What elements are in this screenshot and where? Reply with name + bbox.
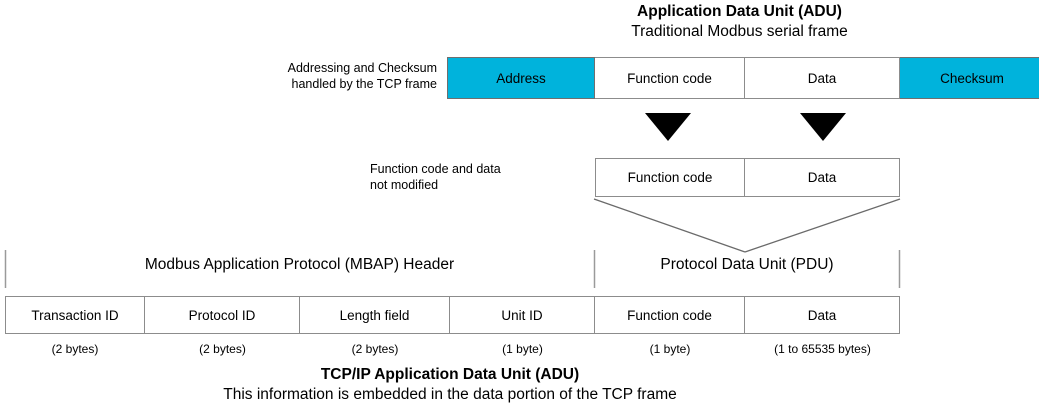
function-code-not-modified-line2: not modified bbox=[370, 178, 439, 192]
tcp-adu-cell-function-code: Function code bbox=[595, 296, 745, 334]
adu-cell-address-label: Address bbox=[496, 70, 546, 86]
adu-title: Application Data Unit (ADU) bbox=[637, 3, 842, 20]
function-code-not-modified-line1: Function code and data bbox=[370, 162, 501, 176]
byte-size-data: (1 to 65535 bytes) bbox=[774, 342, 871, 356]
adu-cell-checksum-label: Checksum bbox=[940, 70, 1004, 86]
byte-size-length-field: (2 bytes) bbox=[351, 342, 399, 356]
pdu-cell-data-label: Data bbox=[807, 170, 837, 185]
adu-cell-checksum: Checksum bbox=[900, 57, 1039, 99]
pdu-cell-function-code-label: Function code bbox=[627, 170, 713, 185]
footer-title: TCP/IP Application Data Unit (ADU) bbox=[320, 366, 580, 383]
tcp-adu-cell-data: Data bbox=[745, 296, 900, 334]
addressing-checksum-note-line1: Addressing and Checksum bbox=[287, 61, 437, 75]
addressing-checksum-note-line2: handled by the TCP frame bbox=[291, 77, 437, 91]
tcp-adu-cell-function-code-label: Function code bbox=[627, 307, 712, 323]
tcp-adu-cell-protocol-id: Protocol ID bbox=[145, 296, 300, 334]
pdu-cell-function-code: Function code bbox=[595, 158, 745, 197]
tcp-adu-cell-unit-id: Unit ID bbox=[450, 296, 595, 334]
down-arrow-data-icon bbox=[800, 113, 846, 141]
tcp-adu-cell-data-label: Data bbox=[807, 307, 837, 323]
tcp-adu-cell-transaction-id-label: Transaction ID bbox=[31, 307, 119, 323]
tcp-adu-cell-protocol-id-label: Protocol ID bbox=[188, 307, 256, 323]
byte-size-unit-id: (1 byte) bbox=[502, 342, 543, 356]
tcp-adu-cell-length-field-label: Length field bbox=[339, 307, 410, 323]
tcp-adu-cell-length-field: Length field bbox=[300, 296, 450, 334]
funnel-line-right bbox=[744, 198, 901, 253]
tcp-adu-cell-transaction-id: Transaction ID bbox=[5, 296, 145, 334]
adu-cell-data: Data bbox=[745, 57, 900, 99]
byte-size-transaction-id: (2 bytes) bbox=[51, 342, 99, 356]
adu-cell-data-label: Data bbox=[807, 70, 837, 86]
adu-subtitle: Traditional Modbus serial frame bbox=[631, 23, 848, 40]
adu-cell-function-code-label: Function code bbox=[627, 70, 712, 86]
funnel-line-left bbox=[593, 198, 746, 253]
byte-size-protocol-id: (2 bytes) bbox=[199, 342, 246, 356]
footer-subtitle: This information is embedded in the data… bbox=[223, 386, 677, 403]
adu-cell-function-code: Function code bbox=[595, 57, 745, 99]
adu-cell-address: Address bbox=[447, 57, 595, 99]
addressing-checksum-note: Addressing and Checksum handled by the T… bbox=[215, 60, 437, 92]
tcp-adu-cell-unit-id-label: Unit ID bbox=[501, 307, 543, 323]
function-code-not-modified-note: Function code and data not modified bbox=[370, 161, 585, 193]
pdu-section-label: Protocol Data Unit (PDU) bbox=[660, 256, 834, 273]
pdu-cell-data: Data bbox=[745, 158, 900, 197]
byte-size-function-code: (1 byte) bbox=[649, 342, 691, 356]
mbap-header-section-label: Modbus Application Protocol (MBAP) Heade… bbox=[144, 256, 455, 273]
down-arrow-function-code-icon bbox=[645, 113, 691, 141]
